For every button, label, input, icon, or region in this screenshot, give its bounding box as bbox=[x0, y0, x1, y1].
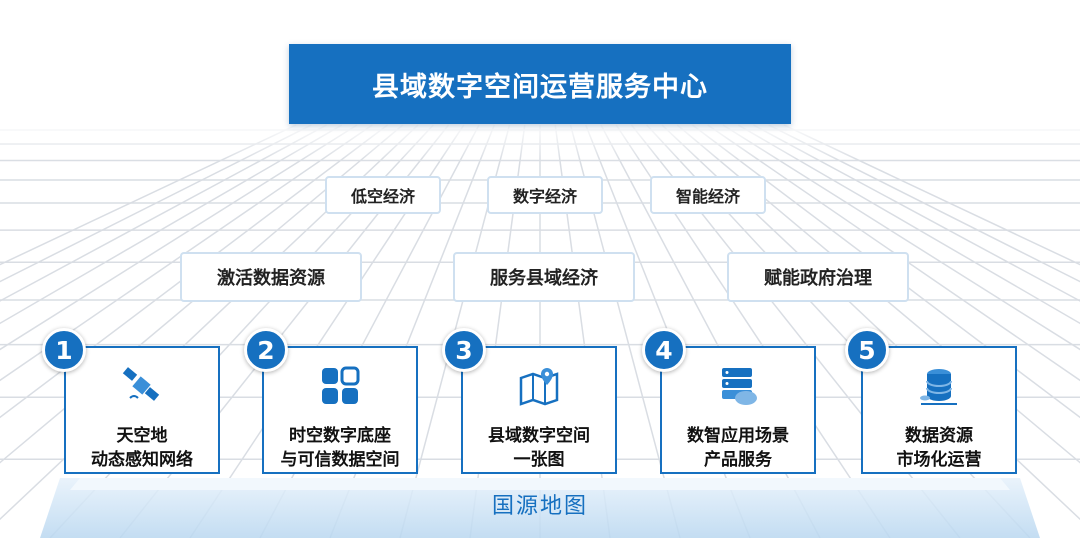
number-badge-5: 5 bbox=[845, 328, 889, 372]
tag-empower-government: 赋能政府治理 bbox=[727, 252, 909, 302]
tag-serve-county-economy: 服务县域经济 bbox=[453, 252, 635, 302]
card-label: 县域数字空间 一张图 bbox=[488, 426, 590, 470]
card-sensing-network: 天空地 动态感知网络 bbox=[64, 346, 220, 474]
number-badge-3: 3 bbox=[442, 328, 486, 372]
card-spatiotemporal-base: 时空数字底座 与可信数据空间 bbox=[262, 346, 418, 474]
tag-digital-economy: 数字经济 bbox=[487, 176, 603, 214]
grid-apps-icon bbox=[322, 366, 360, 404]
card-label: 时空数字底座 与可信数据空间 bbox=[280, 426, 400, 470]
tag-activate-data-resources: 激活数据资源 bbox=[180, 252, 362, 302]
card-one-map: 县域数字空间 一张图 bbox=[461, 346, 617, 474]
card-label: 天空地 动态感知网络 bbox=[91, 426, 193, 470]
satellite-icon bbox=[122, 367, 160, 401]
number-badge-1: 1 bbox=[42, 328, 86, 372]
server-cloud-icon bbox=[722, 368, 757, 405]
card-label: 数智应用场景 产品服务 bbox=[687, 426, 789, 470]
base-label: 国源地图 bbox=[491, 494, 588, 519]
number-badge-4: 4 bbox=[642, 328, 686, 372]
page-title: 县域数字空间运营服务中心 bbox=[289, 44, 791, 124]
database-coins-icon bbox=[920, 369, 957, 405]
card-label: 数据资源 市场化运营 bbox=[896, 426, 982, 470]
card-market-operation: 数据资源 市场化运营 bbox=[861, 346, 1017, 474]
map-pin-icon bbox=[519, 368, 559, 406]
base-platform bbox=[40, 478, 1040, 538]
tag-low-altitude-economy: 低空经济 bbox=[325, 176, 441, 214]
tag-intelligent-economy: 智能经济 bbox=[650, 176, 766, 214]
number-badge-2: 2 bbox=[244, 328, 288, 372]
card-application-scenarios: 数智应用场景 产品服务 bbox=[660, 346, 816, 474]
